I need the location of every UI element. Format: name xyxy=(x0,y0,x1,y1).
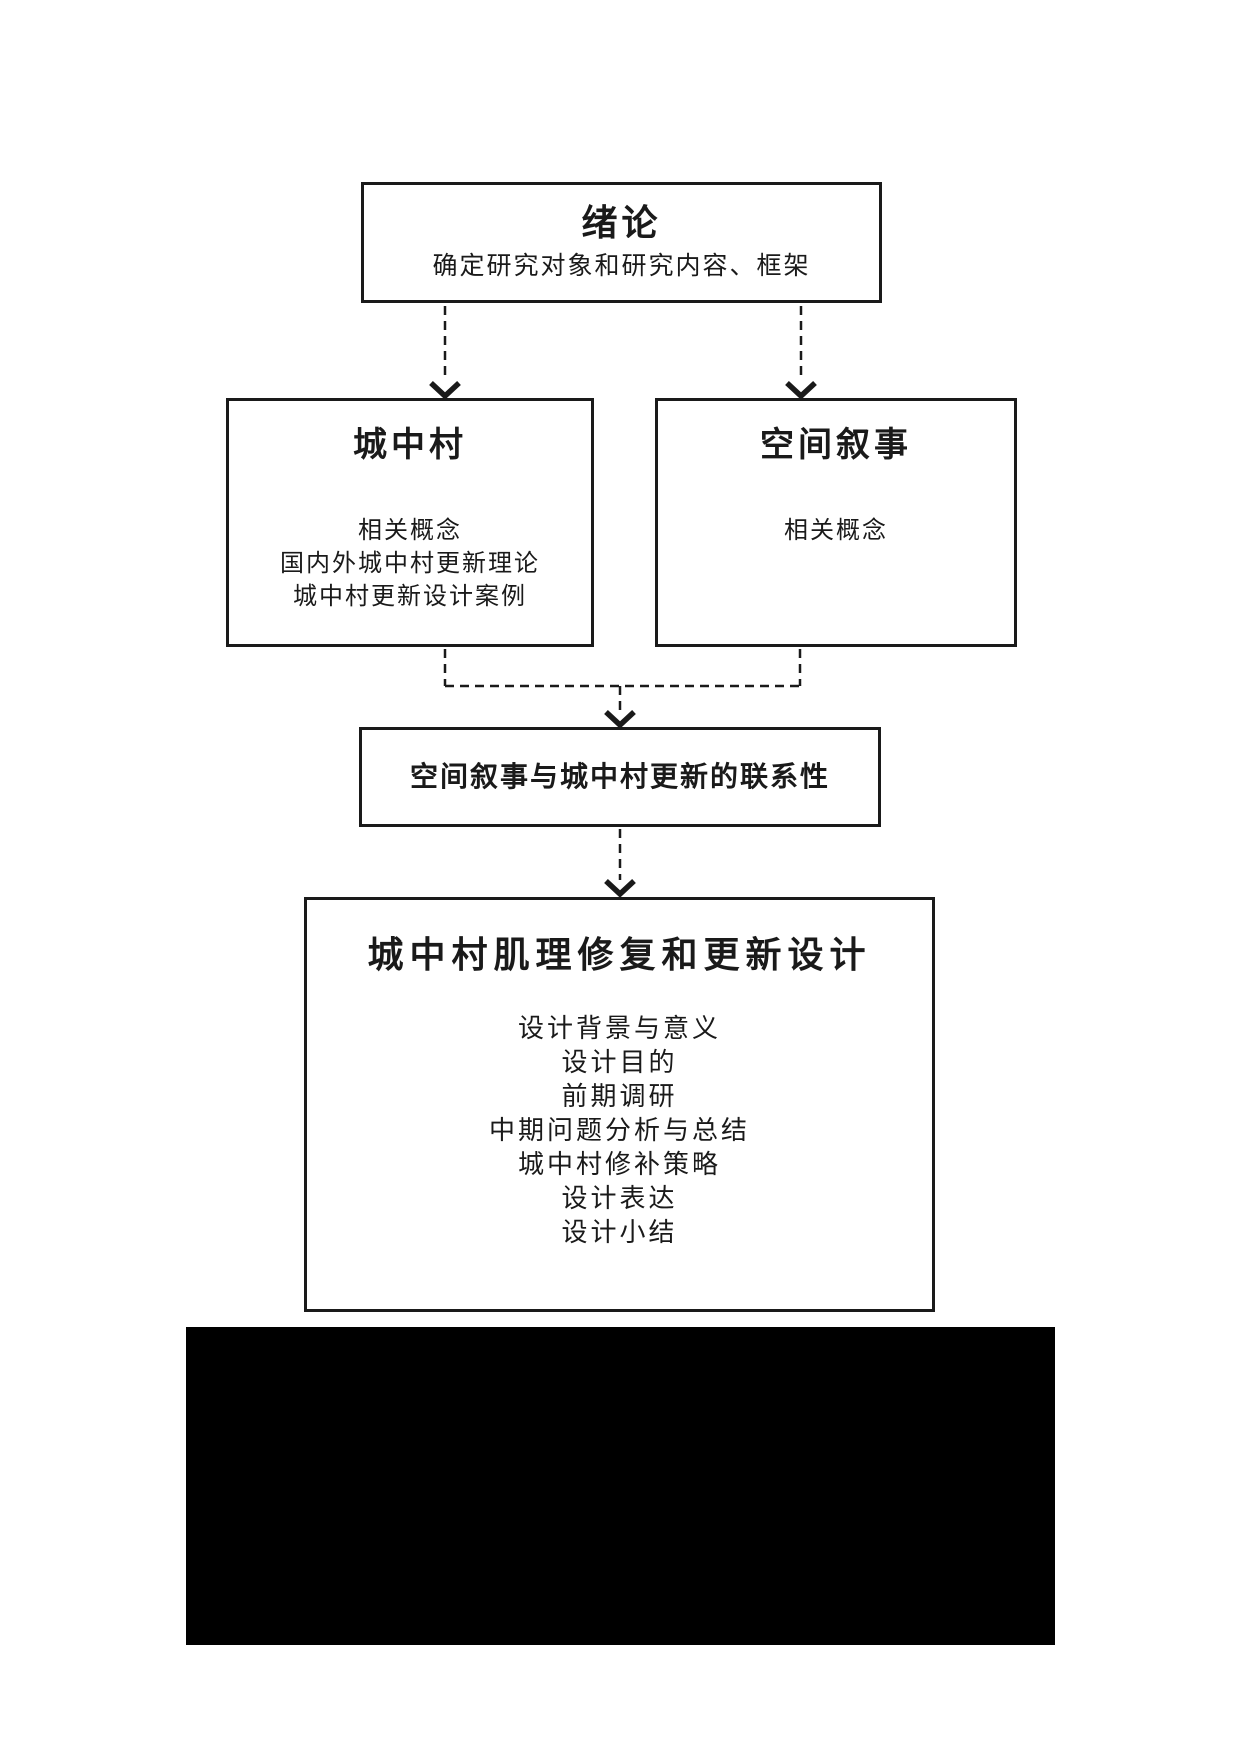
design-title: 城中村肌理修复和更新设计 xyxy=(367,935,872,976)
node-spatial-narrative: 空间叙事 相关概念 xyxy=(655,398,1017,647)
node-connection: 空间叙事与城中村更新的联系性 xyxy=(359,727,881,827)
design-items: 设计背景与意义 设计目的 前期调研 中期问题分析与总结 城中村修补策略 设计表达… xyxy=(307,1012,932,1250)
urban-village-item: 城中村更新设计案例 xyxy=(293,582,527,610)
design-item: 城中村修补策略 xyxy=(517,1150,721,1180)
urban-village-items: 相关概念 国内外城中村更新理论 城中村更新设计案例 xyxy=(229,514,591,613)
urban-village-item: 国内外城中村更新理论 xyxy=(280,549,540,577)
design-item: 设计目的 xyxy=(561,1048,678,1078)
node-urban-village: 城中村 相关概念 国内外城中村更新理论 城中村更新设计案例 xyxy=(226,398,594,647)
urban-village-item: 相关概念 xyxy=(358,516,462,544)
spatial-narrative-items: 相关概念 xyxy=(658,514,1014,547)
urban-village-title: 城中村 xyxy=(353,425,467,465)
connection-title: 空间叙事与城中村更新的联系性 xyxy=(409,759,830,793)
introduction-title: 绪论 xyxy=(581,202,662,244)
design-item: 设计表达 xyxy=(561,1184,678,1214)
arrowhead-spatial-narrative xyxy=(785,380,817,400)
spatial-narrative-title: 空间叙事 xyxy=(760,425,912,465)
arrowhead-connection xyxy=(604,709,636,729)
node-design: 城中村肌理修复和更新设计 设计背景与意义 设计目的 前期调研 中期问题分析与总结… xyxy=(304,897,935,1312)
design-item: 设计小结 xyxy=(561,1218,678,1248)
design-item: 设计背景与意义 xyxy=(517,1014,721,1044)
spatial-narrative-item: 相关概念 xyxy=(784,516,888,544)
introduction-subtitle: 确定研究对象和研究内容、框架 xyxy=(432,250,811,280)
node-introduction: 绪论 确定研究对象和研究内容、框架 xyxy=(361,182,882,303)
design-item: 前期调研 xyxy=(561,1082,678,1112)
arrowhead-urban-village xyxy=(429,380,461,400)
redacted-black-block xyxy=(186,1327,1055,1645)
design-item: 中期问题分析与总结 xyxy=(488,1116,750,1146)
arrowhead-design xyxy=(604,878,636,898)
